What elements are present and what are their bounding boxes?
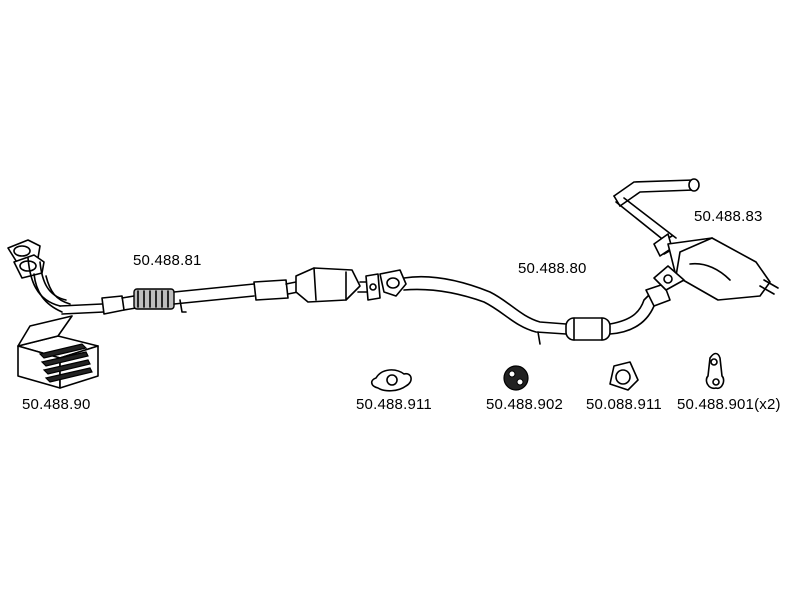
part-label-rear-silencer: 50.488.83 (694, 208, 763, 225)
part-label-gasket-small: 50.488.911 (356, 396, 432, 413)
part-label-mid-pipe: 50.488.80 (518, 260, 587, 277)
part-label-downpipe: 50.488.81 (133, 252, 202, 269)
part-label-gasket-triangle: 50.088.911 (586, 396, 662, 413)
downpipe-assembly (7, 239, 381, 315)
hanger-strap-shape (705, 352, 725, 390)
gasket-triangle-shape (609, 361, 639, 391)
mid-pipe-assembly (379, 269, 671, 345)
part-label-rubber-mount: 50.488.902 (486, 396, 564, 413)
part-label-mounting-kit: 50.488.90 (22, 396, 91, 413)
gasket-small-shape (370, 369, 412, 392)
rear-silencer-assembly (613, 178, 779, 301)
mounting-kit-box (17, 315, 99, 389)
part-label-hanger-strap: 50.488.901(x2) (677, 396, 781, 413)
rubber-mount-shape (503, 365, 529, 391)
